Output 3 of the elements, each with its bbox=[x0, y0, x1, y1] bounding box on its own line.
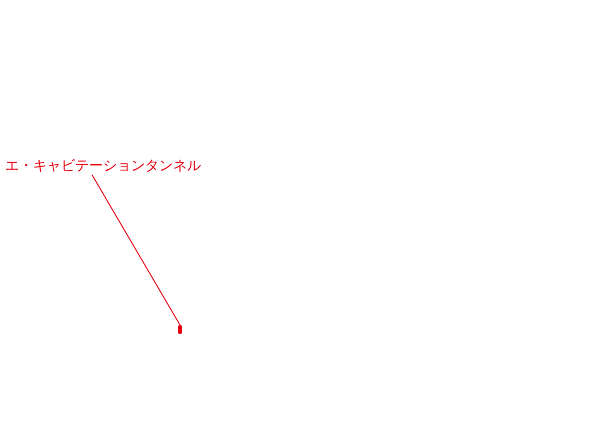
leader-line bbox=[92, 174, 180, 326]
marker-bar bbox=[178, 325, 182, 334]
callout-label: エ・キャビテーションタンネル bbox=[5, 158, 201, 175]
